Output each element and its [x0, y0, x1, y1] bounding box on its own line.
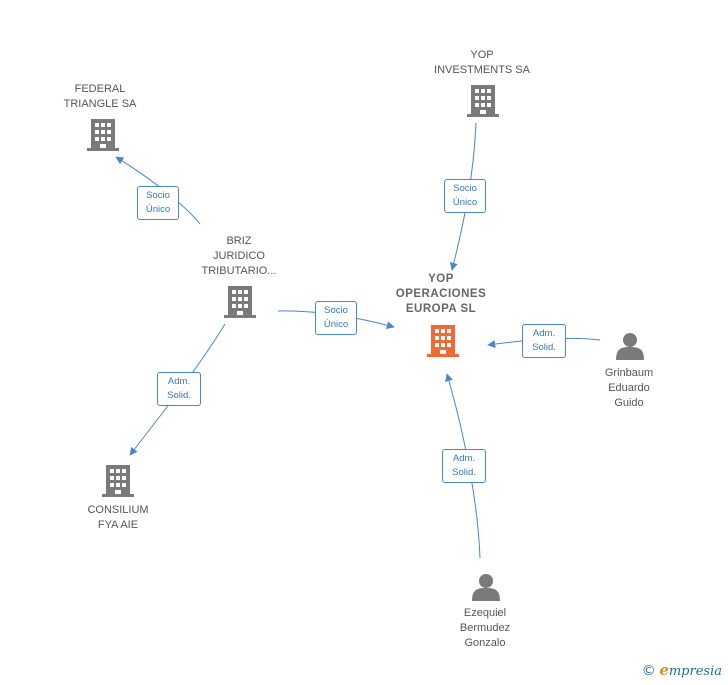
- node-label-yop-operaciones[interactable]: YOP OPERACIONES EUROPA SL: [395, 273, 487, 315]
- edge-label-ezequiel-yopop[interactable]: Adm. Solid.: [442, 449, 486, 483]
- person-icon[interactable]: [616, 333, 644, 360]
- node-label-yop-investments[interactable]: YOP INVESTMENTS SA: [434, 49, 530, 76]
- edge-label-yopinv-yopop[interactable]: Socio Único: [444, 179, 486, 213]
- building-icon[interactable]: [102, 465, 134, 497]
- node-label-ezequiel[interactable]: Ezequiel Bermudez Gonzalo: [459, 607, 511, 649]
- edge-label-briz-yopop[interactable]: Socio Único: [315, 301, 357, 335]
- node-label-consilium[interactable]: CONSILIUM FYA AIE: [87, 504, 149, 531]
- edge-label-grinbaum-yopop[interactable]: Adm. Solid.: [522, 324, 566, 358]
- copyright-icon: ©: [641, 663, 656, 679]
- building-icon[interactable]: [467, 85, 499, 117]
- edge-label-briz-federal[interactable]: Socio Único: [137, 186, 179, 220]
- empresia-logo[interactable]: © empresia: [641, 661, 722, 679]
- building-icon[interactable]: [87, 119, 119, 151]
- node-label-briz[interactable]: BRIZ JURIDICO TRIBUTARIO...: [201, 235, 277, 277]
- node-label-federal-triangle[interactable]: FEDERAL TRIANGLE SA: [63, 83, 137, 110]
- building-icon[interactable]: [224, 286, 256, 318]
- node-label-grinbaum[interactable]: Grinbaum Eduardo Guido: [604, 367, 654, 409]
- building-icon[interactable]: [427, 325, 459, 357]
- person-icon[interactable]: [472, 574, 500, 601]
- edge-label-briz-consilium[interactable]: Adm. Solid.: [157, 372, 201, 406]
